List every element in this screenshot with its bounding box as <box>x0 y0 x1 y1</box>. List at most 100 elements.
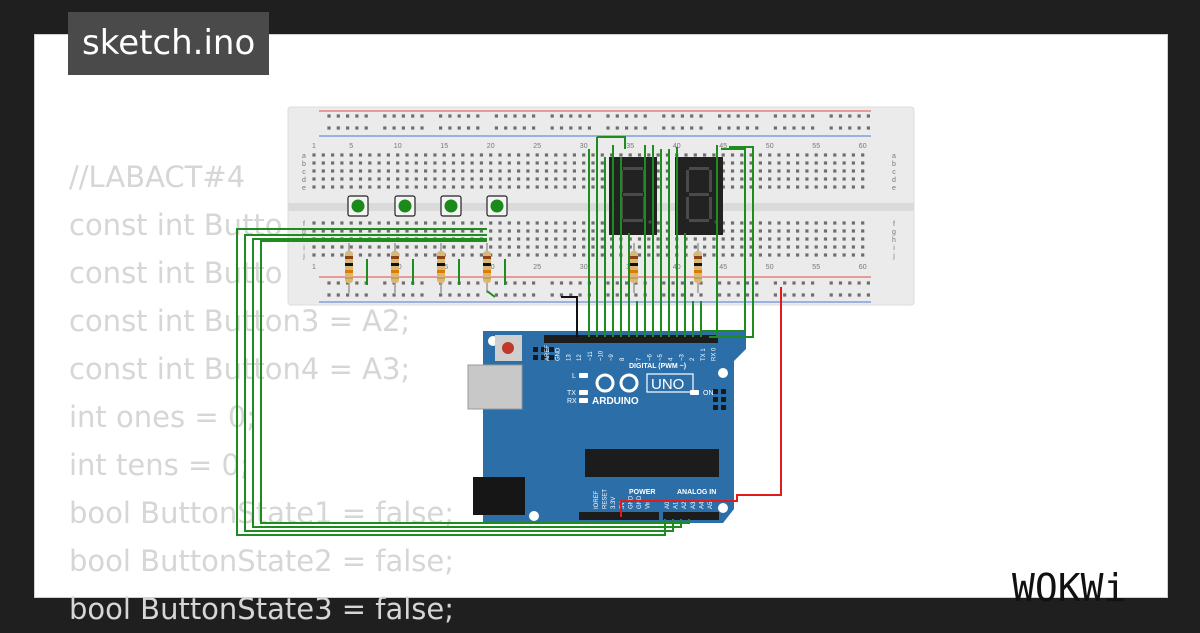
column-number: 60 <box>859 264 867 271</box>
digital-pin-label: RX 0 <box>712 347 718 361</box>
row-letter: c <box>302 169 306 176</box>
column-number: 45 <box>719 264 727 271</box>
code-line: const int Butto <box>69 208 283 242</box>
analog-pin-label: A0 <box>665 501 671 509</box>
row-letter: i <box>303 245 305 252</box>
push-button-1 <box>347 195 369 217</box>
push-buttons <box>347 195 508 217</box>
on-label: ON <box>703 390 714 397</box>
resistors <box>345 243 702 293</box>
wokwi-logo-text: WOKWi <box>1012 566 1126 610</box>
breadboard-holes <box>312 114 870 297</box>
red-wire <box>620 287 782 517</box>
row-letter: a <box>892 153 896 160</box>
power-pin-label: RESET <box>603 489 609 509</box>
column-number: 1 <box>312 143 316 150</box>
row-letter: e <box>892 185 896 192</box>
row-letter: c <box>892 169 896 176</box>
digital-pin-label: 12 <box>577 354 583 361</box>
rx-led-label: RX <box>567 398 577 405</box>
power-label: POWER <box>629 489 655 496</box>
analog-pin-label: A2 <box>682 501 688 509</box>
row-letter: j <box>302 253 305 260</box>
row-letter: b <box>302 161 306 168</box>
row-letter: j <box>892 253 895 260</box>
power-pin-label: IOREF <box>594 490 600 509</box>
column-number: 5 <box>349 143 353 150</box>
circuit-diagram: 1155101015152020252530303535404045455050… <box>236 106 915 536</box>
code-line: int ones = 0; <box>69 400 257 434</box>
row-letter: g <box>892 229 896 236</box>
resistor-5 <box>630 243 638 293</box>
analog-pin-label: A3 <box>691 501 697 509</box>
seven-segment-display-ones <box>675 157 723 235</box>
column-number: 10 <box>394 143 402 150</box>
wokwi-logo: WOKWi <box>1012 566 1126 610</box>
arduino-infinity-logo <box>595 373 639 393</box>
resistor-2 <box>391 243 399 293</box>
column-number: 60 <box>859 143 867 150</box>
column-number: 35 <box>626 143 634 150</box>
row-letter: e <box>302 185 306 192</box>
column-number: 15 <box>440 143 448 150</box>
green-wires <box>236 136 754 536</box>
arduino-uno: ARDUINO UNO DIGITAL (PWM ~) POWER ANALOG… <box>467 331 746 523</box>
column-number: 45 <box>719 143 727 150</box>
power-pin-label: 3.3V <box>611 497 617 509</box>
push-button-2 <box>394 195 416 217</box>
code-line: bool ButtonState2 = false; <box>69 544 455 578</box>
digital-pin-label: ~5 <box>658 353 664 361</box>
column-number: 30 <box>580 143 588 150</box>
column-number: 25 <box>533 264 541 271</box>
digital-pin-label: 13 <box>566 354 572 361</box>
resistor-4 <box>483 243 491 293</box>
row-letter: b <box>892 161 896 168</box>
power-pin-label: Vin <box>646 500 652 509</box>
column-number: 55 <box>812 143 820 150</box>
row-letter: h <box>892 237 896 244</box>
push-button-3 <box>440 195 462 217</box>
row-letter: a <box>302 153 306 160</box>
digital-pins-label: DIGITAL (PWM ~) <box>629 363 686 370</box>
row-letter: g <box>302 229 306 236</box>
column-number: 40 <box>673 143 681 150</box>
row-letter: i <box>893 245 895 252</box>
push-button-4 <box>486 195 508 217</box>
digital-pin-label: ~6 <box>647 353 653 361</box>
resistor-3 <box>437 243 445 293</box>
resistor-1 <box>345 243 353 293</box>
digital-pin-label: TX 1 <box>701 348 707 361</box>
filename-tag: sketch.ino <box>68 12 270 75</box>
breadboard-jumpers <box>366 259 506 298</box>
analog-pin-label: A1 <box>674 501 680 509</box>
row-letter: d <box>892 177 896 184</box>
analog-pin-label: A5 <box>708 501 714 509</box>
seven-segment-display-tens <box>609 157 657 235</box>
digital-pin-label: 8 <box>620 357 626 361</box>
analog-label: ANALOG IN <box>677 489 716 496</box>
row-letter: d <box>302 177 306 184</box>
code-line: //LABACT#4 <box>69 160 246 194</box>
digital-pin-label: ~3 <box>679 353 685 361</box>
wires <box>236 136 782 536</box>
digital-pin-label: ~11 <box>588 351 594 361</box>
tx-led-label: TX <box>567 390 576 397</box>
digital-pin-label: 4 <box>669 357 675 361</box>
digital-pin-label: ~10 <box>599 350 605 361</box>
analog-pin-label: A4 <box>699 501 705 509</box>
digital-pin-label: ~9 <box>609 353 615 361</box>
column-number: 50 <box>766 143 774 150</box>
arduino-model: UNO <box>651 376 684 393</box>
column-number: 50 <box>766 264 774 271</box>
column-number: 20 <box>487 143 495 150</box>
column-number: 25 <box>533 143 541 150</box>
digital-pin-label: 2 <box>690 357 696 361</box>
column-number: 55 <box>812 264 820 271</box>
l-led-label: L <box>572 373 576 380</box>
power-pin-label: 5V <box>620 502 626 509</box>
code-line: const int Butto <box>69 256 283 290</box>
digital-pin-label: GND <box>556 347 562 361</box>
row-letter: f <box>303 221 305 228</box>
resistor-6 <box>694 243 702 293</box>
black-wire <box>561 296 578 337</box>
